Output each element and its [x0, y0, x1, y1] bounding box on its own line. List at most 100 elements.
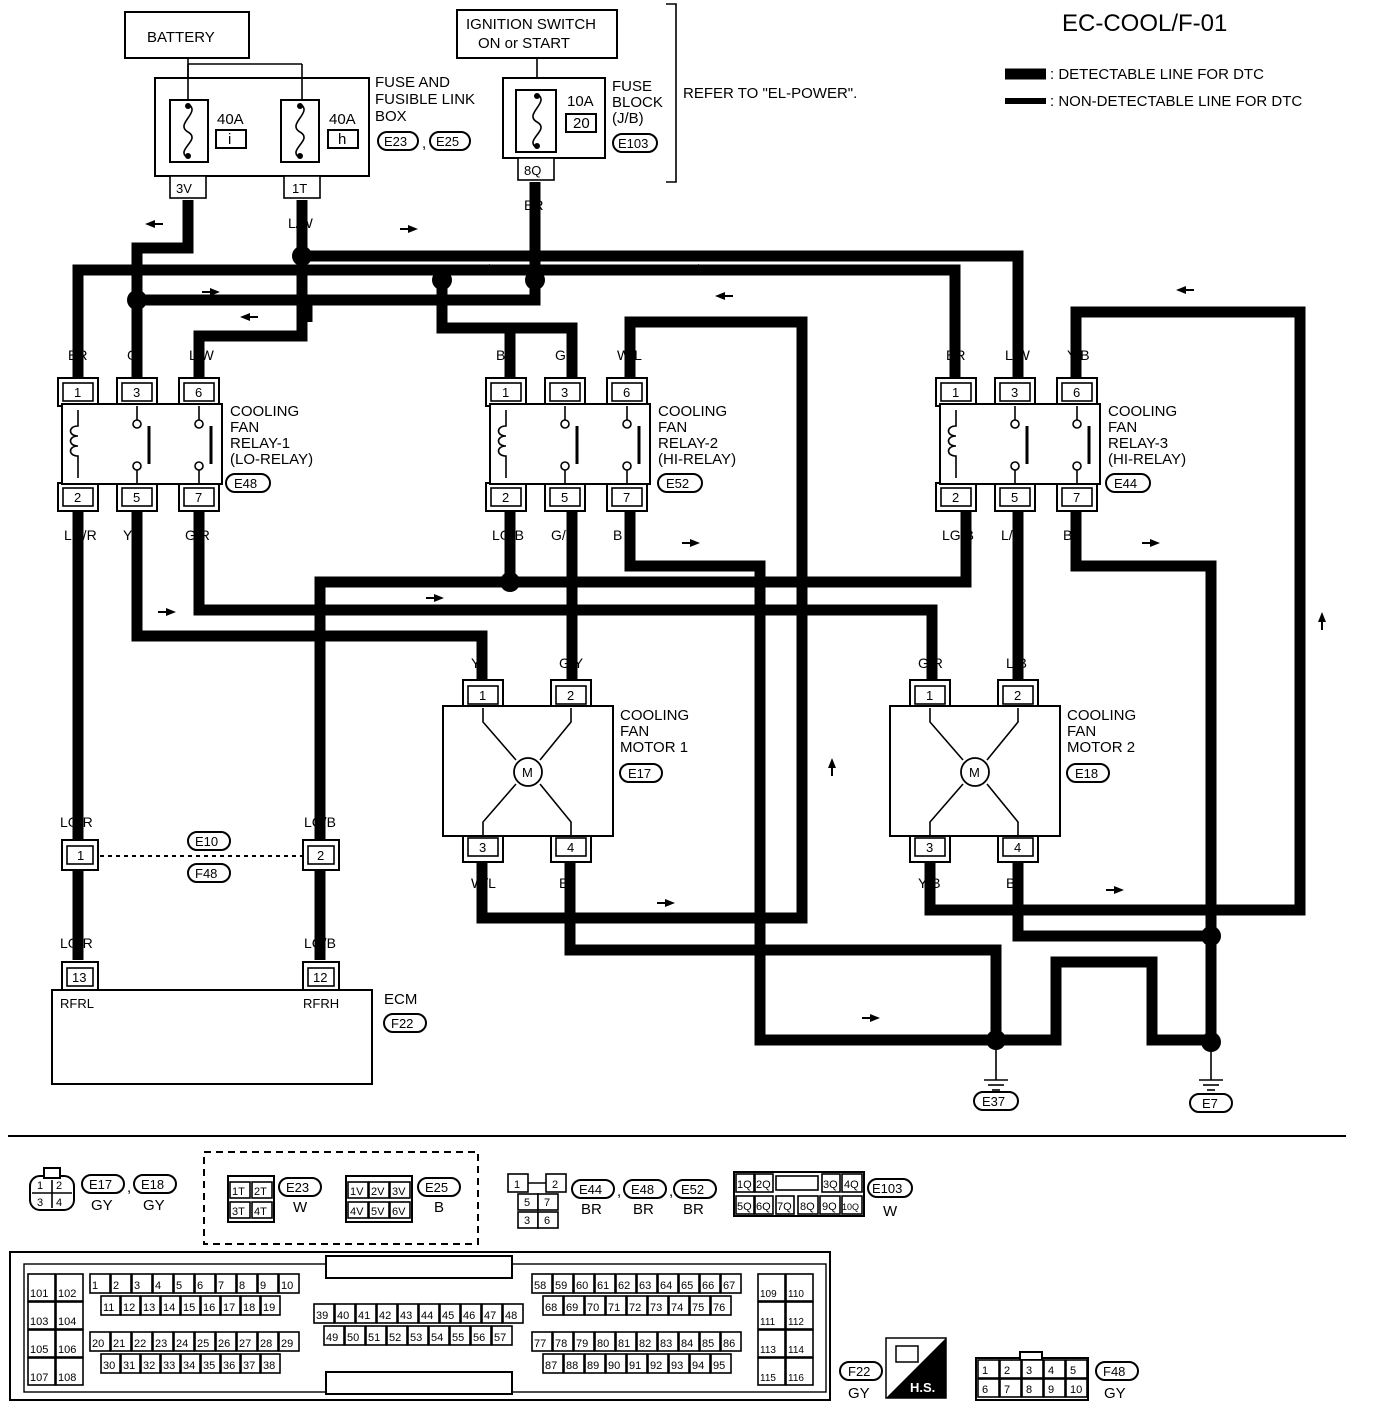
- ecm-pin-number: 8: [239, 1280, 245, 1292]
- ecm-pin-cell: [605, 1353, 627, 1374]
- relay-top-wire-label: BR: [946, 347, 965, 363]
- ecm-pin-number: 26: [218, 1338, 230, 1350]
- ecm-pin-cell: [27, 1273, 56, 1302]
- ecm-pin-cell: [563, 1295, 585, 1316]
- ecm-pin-number: 44: [421, 1310, 433, 1322]
- connector-tag-e25: [429, 131, 471, 151]
- motor-bottom-pin-number: 4: [567, 840, 574, 855]
- refer-note: REFER TO "EL-POWER".: [683, 85, 857, 102]
- motor-connector-tag: [1066, 763, 1110, 783]
- ecm-pin-cell: [785, 1329, 814, 1358]
- ecm-pin-cell: [397, 1303, 419, 1324]
- ecm-pin-number: 70: [587, 1302, 599, 1314]
- motor-bottom-wire-label: Y/B: [918, 875, 941, 891]
- ecm-pin-cell: [542, 1353, 564, 1374]
- ecm-terminal-rfrh: RFRH: [303, 996, 339, 1011]
- ecm-pin-number: 90: [608, 1360, 620, 1372]
- ecm-pin-number: 54: [431, 1332, 443, 1344]
- ecm-pin-number: 105: [30, 1344, 48, 1356]
- ecm-pin-number: 80: [597, 1338, 609, 1350]
- ecm-pin-cell: [278, 1331, 300, 1352]
- f48-pin-cell: [1065, 1359, 1088, 1379]
- fuse-box-connector-e25: E25: [436, 134, 459, 149]
- relay-top-pin-number: 3: [133, 385, 140, 400]
- ecm-pin-number: 50: [347, 1332, 359, 1344]
- ground-e37-wire: B: [990, 989, 999, 1005]
- motor-bottom-pin: [1002, 837, 1034, 857]
- ecm-pin-cell: [131, 1273, 153, 1294]
- ecm-pin-cell: [140, 1353, 161, 1374]
- relay-name-line: RELAY-1: [230, 435, 290, 452]
- motor-top-pin: [467, 685, 499, 705]
- ground-e7: B B B E7: [1052, 989, 1233, 1113]
- motor-bottom-pin: [555, 837, 587, 857]
- relay-name-line: (LO-RELAY): [230, 451, 313, 468]
- ecm-pin-cell: [278, 1273, 300, 1294]
- relay-name-line: COOLING: [230, 403, 299, 420]
- ground-e37-label: E37: [982, 1094, 1005, 1109]
- ecm-pin-cell: [615, 1331, 637, 1352]
- ecm-pin-number: 89: [587, 1360, 599, 1372]
- motor-bottom-pin-number: 3: [926, 840, 933, 855]
- ecm-pin-cell: [260, 1295, 281, 1316]
- terminal-8q: 8Q: [524, 163, 541, 178]
- svg-text:,: ,: [617, 1183, 621, 1200]
- cooling-fan-relay-2: 1BR2LG/B3G5G/Y6W/L7BCOOLINGFANRELAY-2(HI…: [485, 347, 736, 543]
- motor-top-wire-label: Y: [471, 655, 481, 671]
- motor-name-line: COOLING: [620, 707, 689, 724]
- ecm-pin-cell: [710, 1353, 732, 1374]
- ecm-pin-number: 116: [788, 1373, 804, 1384]
- connector-view-e17-color: GY: [91, 1197, 113, 1214]
- fuse-block-connector: E103: [618, 136, 648, 151]
- e44-pin-7: 7: [544, 1197, 550, 1209]
- connector-view-e23-e25: 1T 2T 3T 4T E23 W 1V 2V 3V 4V 5V 6V E25 …: [203, 1151, 479, 1245]
- e17-pin-1: 1: [37, 1180, 43, 1192]
- ecm-pin-number: 77: [534, 1338, 546, 1350]
- fuse-h-id: h: [338, 131, 346, 148]
- f48-pin-number: 10: [1070, 1384, 1082, 1396]
- ecm-pin-cell: [668, 1295, 690, 1316]
- relay-name-line: (HI-RELAY): [1108, 451, 1186, 468]
- ecm-pin-cell: [785, 1357, 814, 1386]
- relay-bottom-wire-label: B: [1063, 527, 1072, 543]
- diagram-code: EC-COOL/F-01: [1062, 10, 1227, 37]
- connector-view-e103-id: E103: [872, 1181, 902, 1196]
- relay-name-line: (HI-RELAY): [658, 451, 736, 468]
- ecm-pin-number: 18: [243, 1302, 255, 1314]
- joint-connector-f48: F48: [195, 866, 217, 881]
- motor-bottom-wire-label: B: [559, 875, 568, 891]
- e23-pin-4t: 4T: [254, 1206, 267, 1218]
- connector-view-f22-color: GY: [848, 1385, 870, 1402]
- connector-view-e18-id: E18: [141, 1177, 164, 1192]
- connector-view-e103: 1Q 2Q 3Q 4Q 5Q 6Q 7Q 8Q 9Q 10Q E103 W: [733, 1171, 913, 1220]
- ecm-pin-cell: [678, 1273, 700, 1294]
- ecm-pin-number: 22: [134, 1338, 146, 1350]
- ecm-pin-number: 101: [30, 1288, 48, 1300]
- relay-connector-tag: [225, 473, 271, 493]
- relay-name-line: RELAY-2: [658, 435, 718, 452]
- ecm-pin-cell: [152, 1331, 174, 1352]
- motor-name-line: MOTOR 2: [1067, 739, 1135, 756]
- relay-top-pin-number: 3: [1011, 385, 1018, 400]
- ecm-pin-cell: [647, 1353, 669, 1374]
- motor-winding: [986, 783, 1019, 836]
- connector-view-e48-color: BR: [633, 1201, 654, 1218]
- relay-top-wire-label: L/W: [189, 347, 215, 363]
- fuse-block-label-2: BLOCK: [612, 94, 663, 111]
- f48-pin-number: 4: [1048, 1365, 1054, 1377]
- relay-top-wire-label: W/L: [617, 347, 642, 363]
- ecm-pin-cell: [110, 1273, 132, 1294]
- ecm: 13 12 RFRL RFRH ECM F22: [51, 961, 427, 1085]
- motor-top-wire-label: G/Y: [559, 655, 584, 671]
- ecm-pin-number: 94: [692, 1360, 704, 1372]
- ecm-connector: F22: [391, 1016, 413, 1031]
- ecm-pin-number: 61: [597, 1280, 609, 1292]
- ecm-pin-number: 29: [281, 1338, 293, 1350]
- ecm-pin-cell: [481, 1303, 503, 1324]
- ecm-pin-number: 1: [92, 1280, 98, 1292]
- connector-view-f48-color: GY: [1104, 1385, 1126, 1402]
- ecm-pin-cell: [626, 1353, 648, 1374]
- ecm-pin-number: 37: [243, 1360, 255, 1372]
- relay-top-wire-label: BR: [68, 347, 87, 363]
- e44-pin-1: 1: [514, 1179, 520, 1191]
